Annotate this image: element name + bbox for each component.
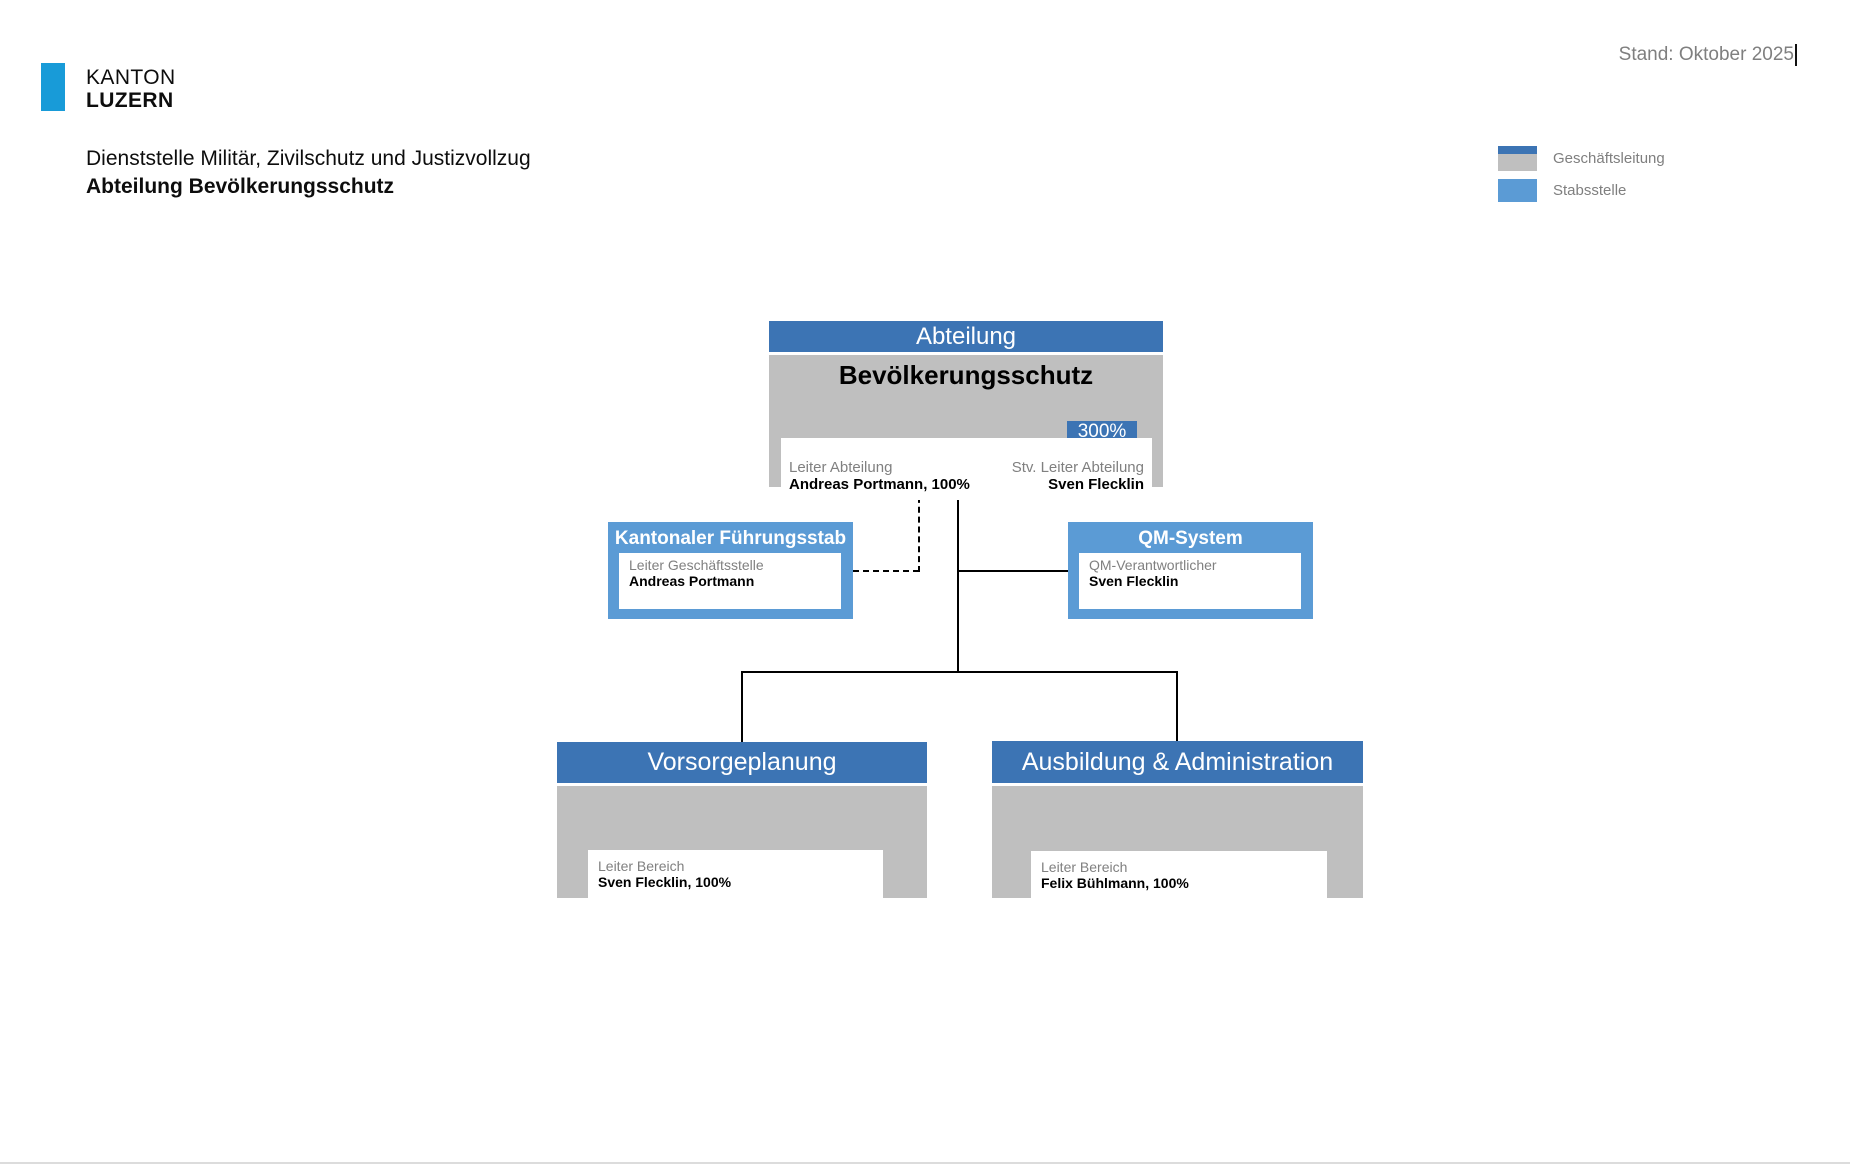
connector-qm-horizontal bbox=[957, 570, 1068, 572]
dienststelle-title: Dienststelle Militär, Zivilschutz und Ju… bbox=[86, 147, 531, 170]
connector-departments-horizontal bbox=[741, 671, 1178, 673]
header-body-gap bbox=[557, 783, 927, 786]
stv-leiter-abteilung-name: Sven Flecklin bbox=[1048, 476, 1144, 493]
vorsorgeplanung-role: Leiter Bereich bbox=[598, 858, 685, 874]
logo-line-luzern: LUZERN bbox=[86, 89, 174, 112]
org-box-abteilung-subtitle: Bevölkerungsschutz bbox=[838, 360, 1094, 390]
header-body-gap bbox=[769, 352, 1163, 355]
leiter-abteilung-role: Leiter Abteilung bbox=[789, 459, 893, 476]
kantonaler-fuehrungsstab-inner: Leiter Geschäftsstelle Andreas Portmann bbox=[619, 553, 841, 609]
legend-label-stabsstelle: Stabsstelle bbox=[1553, 182, 1627, 199]
org-box-abteilung[interactable]: Abteilung Bevölkerungsschutz 300% Leiter… bbox=[769, 321, 1163, 500]
legend-swatch-geschaeftsleitung bbox=[1498, 146, 1537, 171]
org-box-qm-system[interactable]: QM-System QM-Verantwortlicher Sven Fleck… bbox=[1068, 522, 1313, 619]
legend-swatch-blue-bar bbox=[1498, 146, 1537, 154]
page-bottom-divider bbox=[0, 1162, 1850, 1164]
kantonaler-fuehrungsstab-title: Kantonaler Führungsstab bbox=[614, 528, 847, 549]
qm-role: QM-Verantwortlicher bbox=[1089, 557, 1217, 573]
connector-vorsorgeplanung-vertical bbox=[741, 671, 743, 742]
legend-label-geschaeftsleitung: Geschäftsleitung bbox=[1553, 150, 1665, 167]
legend-swatch-stabsstelle bbox=[1498, 179, 1537, 202]
ausbildung-administration-inner: Leiter Bereich Felix Bühlmann, 100% bbox=[1031, 851, 1327, 917]
kanton-luzern-logo-mark bbox=[41, 63, 65, 111]
qm-system-title: QM-System bbox=[1138, 528, 1243, 549]
vorsorgeplanung-inner: Leiter Bereich Sven Flecklin, 100% bbox=[588, 850, 883, 916]
ausbildung-administration-body: Leiter Bereich Felix Bühlmann, 100% bbox=[992, 786, 1363, 917]
org-box-vorsorgeplanung[interactable]: Vorsorgeplanung Leiter Bereich Sven Flec… bbox=[557, 742, 927, 916]
ausbildung-administration-header: Ausbildung & Administration bbox=[992, 741, 1363, 783]
kanton-luzern-logo-text: KANTON LUZERN bbox=[86, 66, 176, 112]
connector-main-vertical bbox=[957, 487, 959, 673]
qm-name: Sven Flecklin bbox=[1089, 573, 1179, 589]
org-box-kantonaler-fuehrungsstab[interactable]: Kantonaler Führungsstab Leiter Geschäfts… bbox=[608, 522, 853, 619]
document-title-block: Dienststelle Militär, Zivilschutz und Ju… bbox=[86, 145, 531, 201]
org-box-abteilung-inner: Leiter Abteilung Andreas Portmann, 100% … bbox=[781, 438, 1152, 500]
kfs-role: Leiter Geschäftsstelle bbox=[629, 557, 764, 573]
qm-system-inner: QM-Verantwortlicher Sven Flecklin bbox=[1079, 553, 1301, 609]
connector-ausbildung-vertical bbox=[1176, 671, 1178, 741]
stand-date-text[interactable]: Stand: Oktober 2025 bbox=[1619, 44, 1797, 66]
org-box-abteilung-body: Bevölkerungsschutz 300% Leiter Abteilung… bbox=[769, 355, 1163, 500]
leiter-abteilung-name: Andreas Portmann, 100% bbox=[789, 476, 970, 493]
connector-dashed-horizontal bbox=[853, 570, 919, 572]
stv-leiter-abteilung-column: Stv. Leiter Abteilung Sven Flecklin bbox=[1012, 460, 1144, 500]
header-body-gap bbox=[992, 783, 1363, 786]
logo-line-kanton: KANTON bbox=[86, 66, 176, 89]
ausbildung-role: Leiter Bereich bbox=[1041, 859, 1128, 875]
kfs-name: Andreas Portmann bbox=[629, 573, 755, 589]
vorsorgeplanung-name: Sven Flecklin, 100% bbox=[598, 874, 732, 890]
vorsorgeplanung-body: Leiter Bereich Sven Flecklin, 100% bbox=[557, 786, 927, 916]
abteilung-title: Abteilung Bevölkerungsschutz bbox=[86, 175, 395, 198]
stv-leiter-abteilung-role: Stv. Leiter Abteilung bbox=[1011, 459, 1144, 476]
ausbildung-name: Felix Bühlmann, 100% bbox=[1041, 875, 1189, 891]
text-caret bbox=[1795, 44, 1797, 66]
org-box-abteilung-header: Abteilung bbox=[769, 321, 1163, 352]
vorsorgeplanung-header: Vorsorgeplanung bbox=[557, 742, 927, 783]
leiter-abteilung-column: Leiter Abteilung Andreas Portmann, 100% bbox=[789, 460, 970, 500]
stand-date-label: Stand: Oktober 2025 bbox=[1618, 44, 1794, 65]
fte-badge: 300% bbox=[1067, 421, 1137, 443]
legend-swatch-gray-fill bbox=[1498, 154, 1537, 171]
org-box-ausbildung-administration[interactable]: Ausbildung & Administration Leiter Berei… bbox=[992, 741, 1363, 917]
connector-dashed-vertical bbox=[918, 487, 920, 572]
